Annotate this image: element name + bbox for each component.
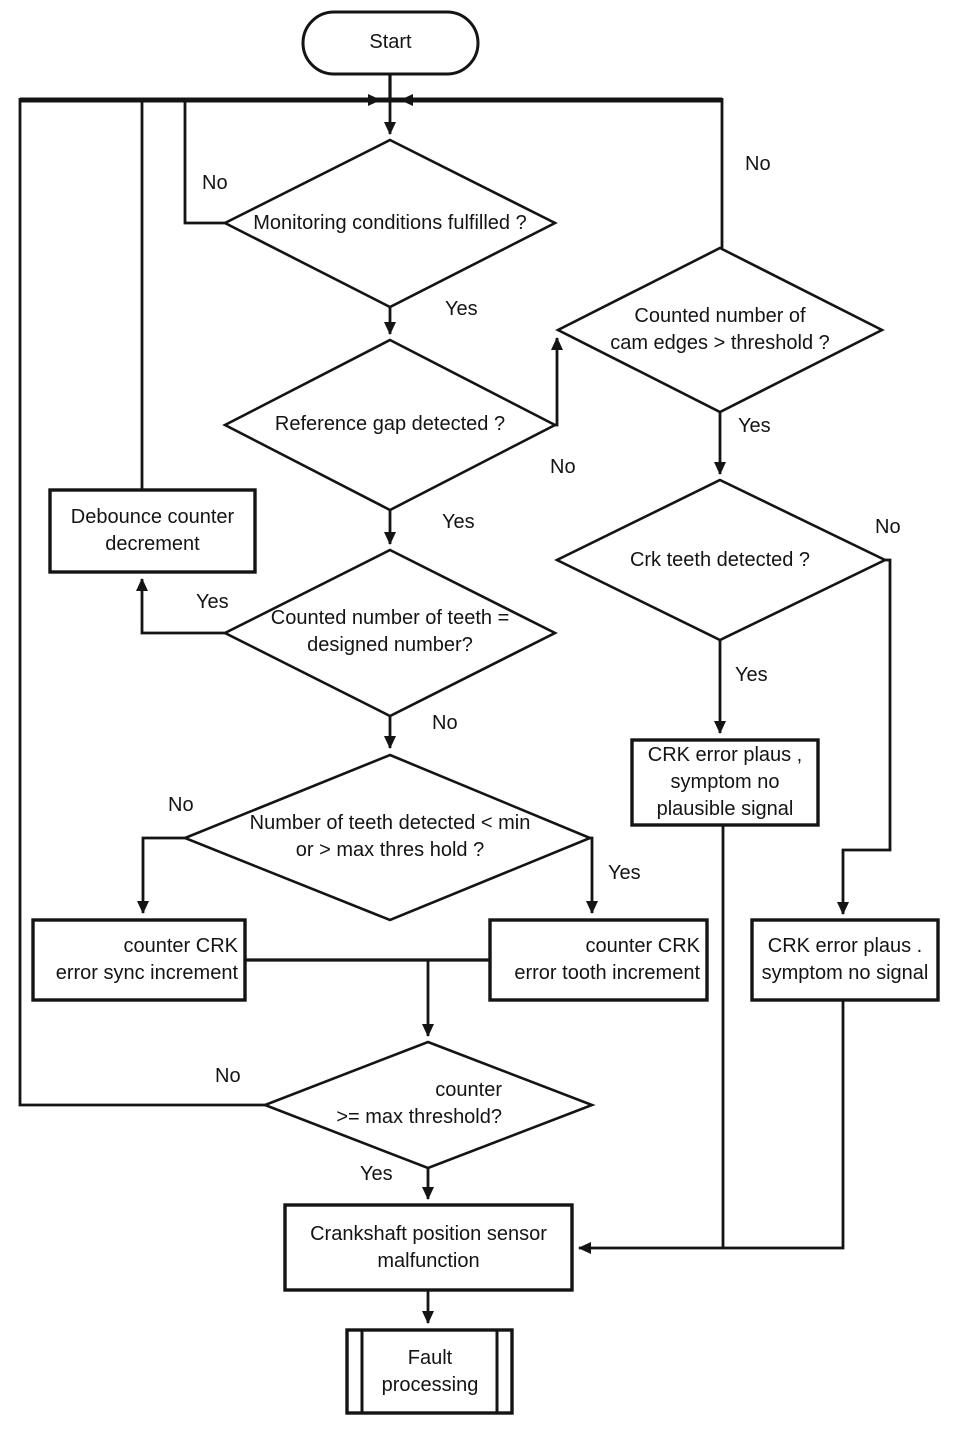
node-counter-tooth-label: counter CRK error tooth increment: [514, 935, 700, 984]
node-cam-edges-label: Counted number of cam edges > threshold …: [610, 305, 830, 354]
node-crk-error-no-signal-label: CRK error plaus . symptom no signal: [761, 935, 929, 984]
fault-processing-side-bars: [360, 1330, 499, 1413]
edge-label-crk-teeth-yes: Yes: [735, 664, 768, 686]
edge-refgap-no: [551, 337, 563, 427]
edge-label-teeth-range-no: No: [168, 794, 194, 816]
edge-monitoring-no: [183, 98, 225, 225]
counter-tooth-box-shape: [488, 918, 709, 1002]
crk-teeth-diamond-shape: [554, 478, 888, 642]
crk-error-no-plausible-box-shape: [630, 738, 820, 827]
edge-label-ref-gap-no: No: [550, 456, 576, 478]
debounce-box-shape: [48, 488, 257, 574]
edge-label-monitoring-no: No: [202, 172, 228, 194]
edge-counter-no-loop: [18, 98, 265, 1107]
edge-label-counter-max-yes: Yes: [360, 1163, 393, 1185]
edge-label-teeth-count-no: No: [432, 712, 458, 734]
node-start-label: Start: [369, 30, 412, 53]
edge-label-teeth-count-yes: Yes: [196, 591, 229, 613]
edge-crk-no: [837, 558, 892, 915]
node-teeth-count-label: Counted number of teeth = designed numbe…: [270, 607, 510, 656]
edge-range-yes: [586, 836, 598, 914]
edge-label-teeth-range-yes: Yes: [608, 862, 641, 884]
edge-label-ref-gap-yes: Yes: [442, 511, 475, 533]
node-counter-sync-label: counter CRK error sync increment: [55, 935, 238, 984]
node-crk-teeth-label: Crk teeth detected ?: [629, 548, 811, 571]
edge-teethcount-yes-into-debounce: [136, 578, 225, 635]
edge-errorboxes-into-crank: [578, 1000, 845, 1254]
teeth-range-diamond-shape: [181, 753, 594, 922]
edge-label-cam-edges-no: No: [745, 153, 771, 175]
refgap-diamond-shape: [222, 338, 558, 512]
edge-label-counter-max-no: No: [215, 1065, 241, 1087]
edge-label-cam-edges-yes: Yes: [738, 415, 771, 437]
node-crank-malfunction-label: Crankshaft position sensor malfunction: [310, 1222, 547, 1272]
node-monitoring-label: Monitoring conditions fulfilled ?: [253, 211, 527, 234]
edge-label-monitoring-yes: Yes: [445, 298, 478, 320]
start-terminator-shape: [301, 10, 480, 76]
edge-range-no: [137, 836, 185, 914]
node-crk-error-no-plausible-label: CRK error plaus , symptom no plausible s…: [647, 744, 803, 820]
crk-error-no-signal-box-shape: [750, 918, 940, 1002]
node-debounce-label: Debounce counter decrement: [70, 506, 235, 555]
monitoring-diamond-shape: [222, 138, 558, 309]
node-fault-processing-label: Fault processing: [381, 1346, 479, 1396]
counter-sync-box-shape: [31, 918, 247, 1002]
node-teeth-range-label: Number of teeth detected < min or > max …: [249, 812, 531, 861]
node-counter-max-label: counter >= max threshold?: [336, 1079, 502, 1128]
cam-edges-diamond-shape: [555, 246, 885, 414]
node-ref-gap-label: Reference gap detected ?: [274, 412, 506, 435]
teeth-count-diamond-shape: [222, 548, 558, 718]
counter-max-diamond-shape: [261, 1040, 596, 1170]
fault-processing-box-shape: [345, 1328, 514, 1415]
edge-label-crk-teeth-no: No: [875, 516, 901, 538]
crank-malfunction-box-shape: [283, 1203, 574, 1292]
